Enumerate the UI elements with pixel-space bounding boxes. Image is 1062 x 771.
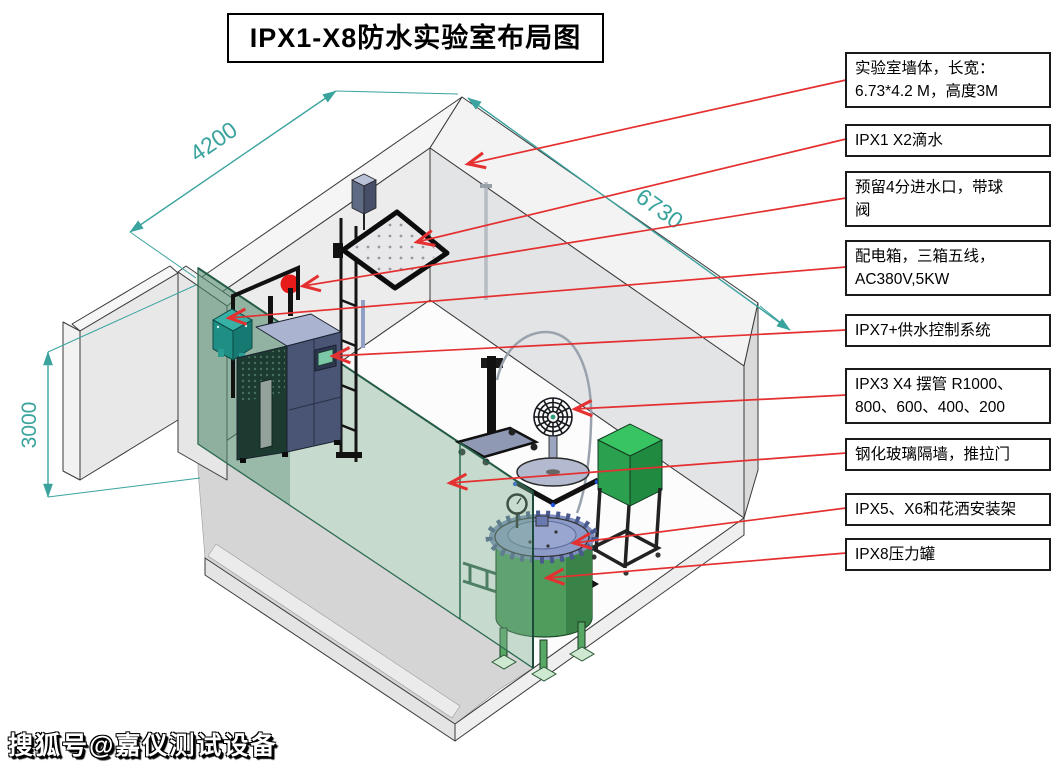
distribution-box — [211, 308, 254, 361]
outer-doorway-walls — [62, 265, 236, 481]
cabinet-window-strip — [259, 378, 273, 450]
callout-lab-wall: 实验室墙体，长宽： 6.73*4.2 M，高度3M — [845, 52, 1051, 108]
control-cabinet — [236, 313, 342, 463]
drip-frame-foot — [336, 452, 362, 458]
dim-label-3000: 3000 — [18, 402, 41, 449]
leader-ipx7 — [333, 329, 847, 356]
page-title: IPX1-X8防水实验室布局图 — [227, 13, 604, 63]
cabinet-stub-1 — [268, 296, 273, 328]
sample-stand — [454, 356, 540, 466]
callout-power-box: 配电箱，三箱五线， AC380V,5KW — [845, 240, 1051, 296]
leader-ipx1-x2 — [417, 138, 847, 242]
drip-box-assembly — [333, 173, 450, 462]
leader-ipx3-x4 — [575, 394, 847, 409]
shower-rack-tank — [596, 423, 664, 507]
glass-partition-front — [459, 441, 534, 670]
callout-ipx1-x2: IPX1 X2滴水 — [845, 124, 1051, 157]
water-inlet-marker — [280, 274, 300, 294]
doorway-slab-left-face — [79, 272, 179, 481]
floor-slab-edge-right — [454, 517, 745, 742]
tank-body-shade — [566, 540, 592, 634]
spray-disc — [533, 397, 573, 437]
dim-line-4200 — [129, 90, 337, 233]
watermark: 搜狐号@嘉仪测试设备 — [8, 732, 278, 760]
leader-ipx8 — [547, 552, 847, 578]
pipe-bracket — [480, 184, 492, 188]
floor-plinth-strip — [207, 543, 461, 719]
callout-ipx8: IPX8压力罐 — [845, 538, 1051, 571]
callout-ipx5-x6: IPX5、X6和花洒安装架 — [845, 493, 1051, 526]
callout-water-inlet: 预留4分进水口，带球 阀 — [845, 171, 1051, 227]
drip-plate-holes — [349, 218, 441, 282]
cabinet-perforation — [239, 348, 285, 403]
drip-plate-bracket — [333, 243, 343, 258]
callout-leader-lines — [229, 79, 847, 578]
tank-legs — [491, 621, 595, 682]
leader-ipx5-x6 — [574, 507, 847, 543]
leader-glass-wall — [450, 452, 847, 483]
cabinet-stub-2 — [288, 288, 293, 316]
drip-motor — [351, 173, 377, 215]
leader-water-inlet — [303, 197, 847, 286]
dim-line-6730 — [467, 97, 791, 331]
callout-glass-wall: 钢化玻璃隔墙，推拉门 — [845, 438, 1051, 471]
pressure-tank — [485, 493, 599, 682]
doorway-slab-left-cap — [62, 321, 81, 481]
leader-lab-wall — [468, 79, 847, 164]
callout-ipx7: IPX7+供水控制系统 — [845, 314, 1051, 347]
dimension-annotations — [43, 90, 791, 498]
callout-ipx3-x4: IPX3 X4 摆管 R1000、 800、600、400、200 — [845, 368, 1051, 424]
leader-power-box — [229, 266, 847, 318]
dim-label-4200: 4200 — [185, 116, 242, 166]
